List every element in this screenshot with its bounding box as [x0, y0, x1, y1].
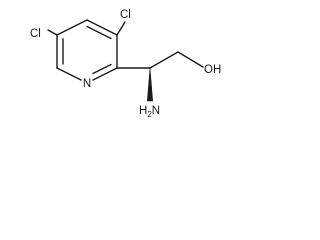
amine-subscript: 2 [147, 110, 152, 119]
bond-chiral-carbon-ch2 [149, 51, 179, 69]
ring-bond-c3-c4 [86, 19, 118, 36]
hydroxyl-label: OH [204, 64, 221, 76]
ring-bond-n-c2 [92, 67, 118, 81]
chlorine-label-left: Cl [30, 28, 41, 40]
ring-double-bond-n-c2 [92, 63, 112, 75]
amine-label: H2N [139, 105, 160, 119]
stereo-wedge-bond [147, 67, 153, 102]
chemical-structure-diagram: Cl Cl N OH H2N [30, 9, 221, 119]
bond-c5-cl [47, 29, 58, 36]
bond-c3-cl [116, 21, 126, 36]
ring-double-bond-c3-c4 [86, 25, 112, 40]
bond-ch2-oh [177, 51, 204, 68]
ring-bond-c4-c5 [56, 19, 88, 36]
ring-bond-c6-n [56, 67, 82, 81]
amine-h: H [139, 105, 147, 117]
amine-n: N [152, 105, 160, 117]
nitrogen-ring-label: N [83, 78, 91, 90]
chlorine-label-top: Cl [120, 9, 131, 21]
